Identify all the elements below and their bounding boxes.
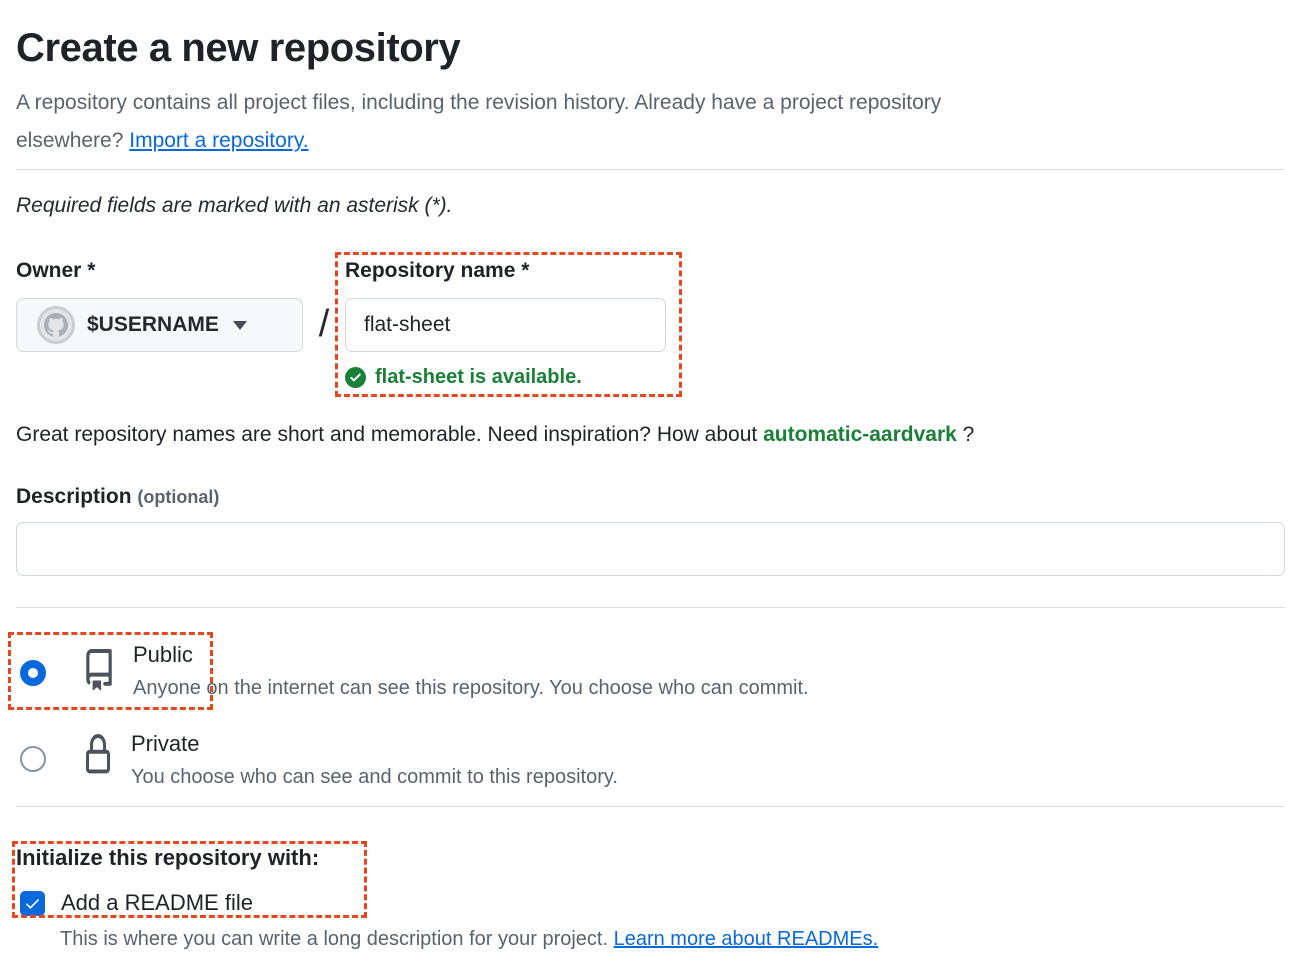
owner-label: Owner * [16,259,96,282]
public-radio[interactable] [20,660,46,686]
check-circle-icon [345,366,366,388]
readme-checkbox[interactable] [20,890,45,916]
private-radio[interactable] [20,746,46,772]
divider [16,806,1285,807]
repository-name-label: Repository name * [345,259,530,282]
private-option-text: Private You choose who can see and commi… [131,726,618,790]
suggested-name-link[interactable]: automatic-aardvark [763,423,957,446]
intro-text: A repository contains all project files,… [16,84,1285,160]
availability-message: flat-sheet is available. [345,365,666,389]
initialize-heading: Initialize this repository with: [16,845,320,870]
intro-line1: A repository contains all project files,… [16,91,942,114]
owner-dropdown-button[interactable]: $USERNAME [16,298,303,352]
private-description: You choose who can see and commit to thi… [131,766,618,788]
required-fields-note: Required fields are marked with an aster… [16,194,453,217]
divider [16,607,1285,608]
import-repository-link[interactable]: Import a repository. [129,129,309,152]
availability-text: flat-sheet is available. [375,366,582,388]
private-label[interactable]: Private [131,731,200,756]
owner-field: Owner * $USERNAME [16,258,303,352]
owner-repo-separator: / [318,303,330,345]
repository-name-input[interactable] [345,298,666,352]
visibility-option-public: Public Anyone on the internet can see th… [16,641,1285,701]
optional-label: (optional) [137,487,220,507]
owner-selected-value: $USERNAME [87,313,219,336]
repo-book-icon [82,649,116,696]
readme-checkbox-row: Add a README file [16,889,1285,917]
octocat-icon [44,313,68,337]
learn-more-readmes-link[interactable]: Learn more about READMEs. [613,928,879,950]
description-input[interactable] [16,522,1285,576]
owner-required-asterisk: * [87,259,96,282]
page-title: Create a new repository [16,26,461,70]
lock-icon [82,734,114,781]
readme-label[interactable]: Add a README file [61,890,253,915]
readme-note: This is where you can write a long descr… [60,928,879,950]
avatar [37,306,75,344]
intro-line2: elsewhere? [16,129,124,152]
name-suggestion: Great repository names are short and mem… [16,423,975,446]
public-description: Anyone on the internet can see this repo… [133,677,809,699]
checkmark-icon [26,898,39,909]
repository-name-field: Repository name * flat-sheet is availabl… [345,258,666,389]
public-option-text: Public Anyone on the internet can see th… [133,641,809,701]
repo-required-asterisk: * [521,259,530,282]
divider [16,169,1285,170]
chevron-down-icon [232,320,247,330]
owner-repo-row: Owner * $USERNAME / Repository name * [16,258,1285,389]
visibility-option-private: Private You choose who can see and commi… [16,726,1285,790]
description-label: Description (optional) [16,485,220,508]
public-label[interactable]: Public [133,642,193,667]
